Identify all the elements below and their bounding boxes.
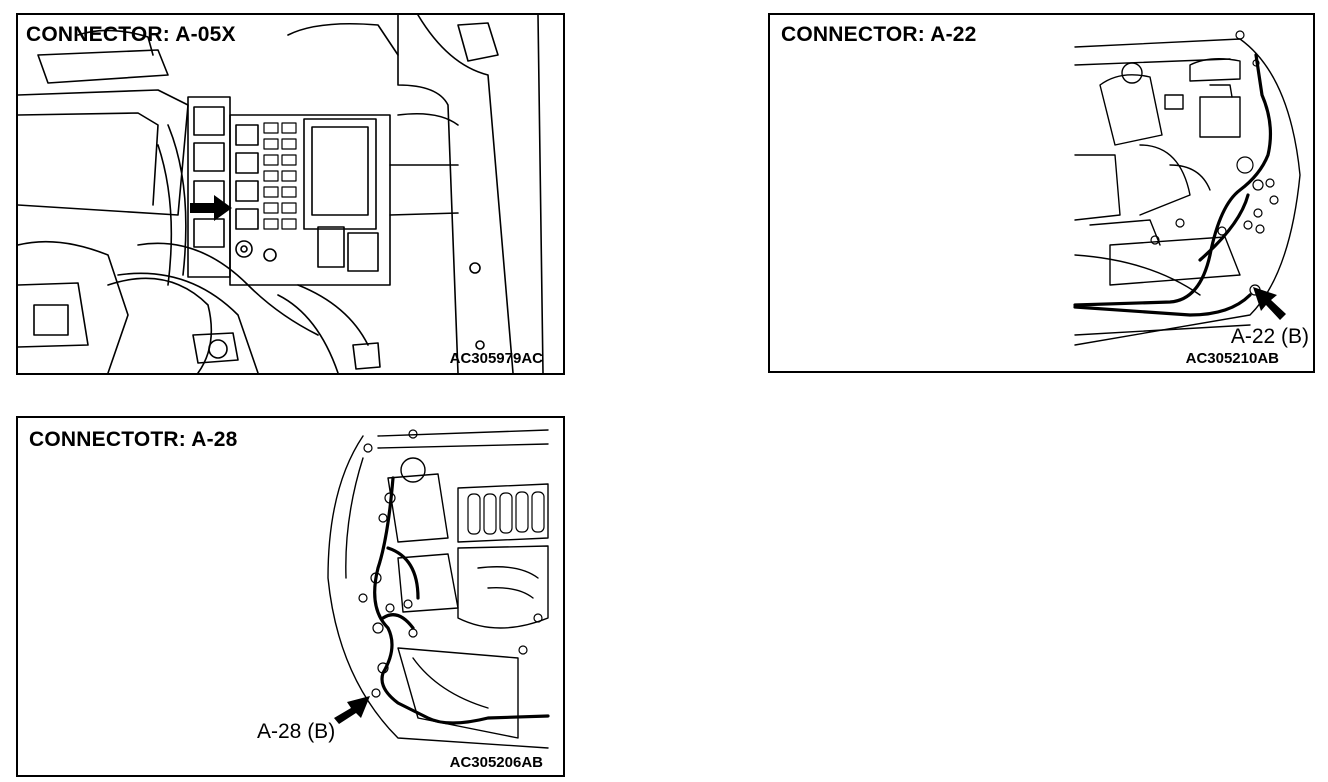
arrow-icon [334,696,370,724]
arrow-icon [1253,287,1286,320]
panel-title: CONNECTOTR: A-28 [29,428,238,451]
panel-connector-a28: CONNECTOTR: A-28 A-28 (B) AC305206AB [16,416,565,777]
figure-code: AC305210AB [1185,350,1279,367]
figure-code: AC305206AB [449,754,543,771]
panel-connector-a05x: CONNECTOR: A-05X AC305979AC [16,13,565,375]
front-bumper-harness-illustration [1073,30,1301,346]
arrow-icon [190,195,232,221]
panel-connector-a22: CONNECTOR: A-22 A-22 (B) AC305210AB [768,13,1315,373]
engine-bay-harness-illustration [327,429,550,749]
connector-callout-label: A-28 (B) [257,720,336,743]
figure-code: AC305979AC [449,350,543,367]
panel-title: CONNECTOR: A-05X [26,23,236,46]
panel-title: CONNECTOR: A-22 [781,23,977,46]
connector-callout-label: A-22 (B) [1230,325,1309,348]
engine-bay-relay-box-illustration [18,15,544,373]
